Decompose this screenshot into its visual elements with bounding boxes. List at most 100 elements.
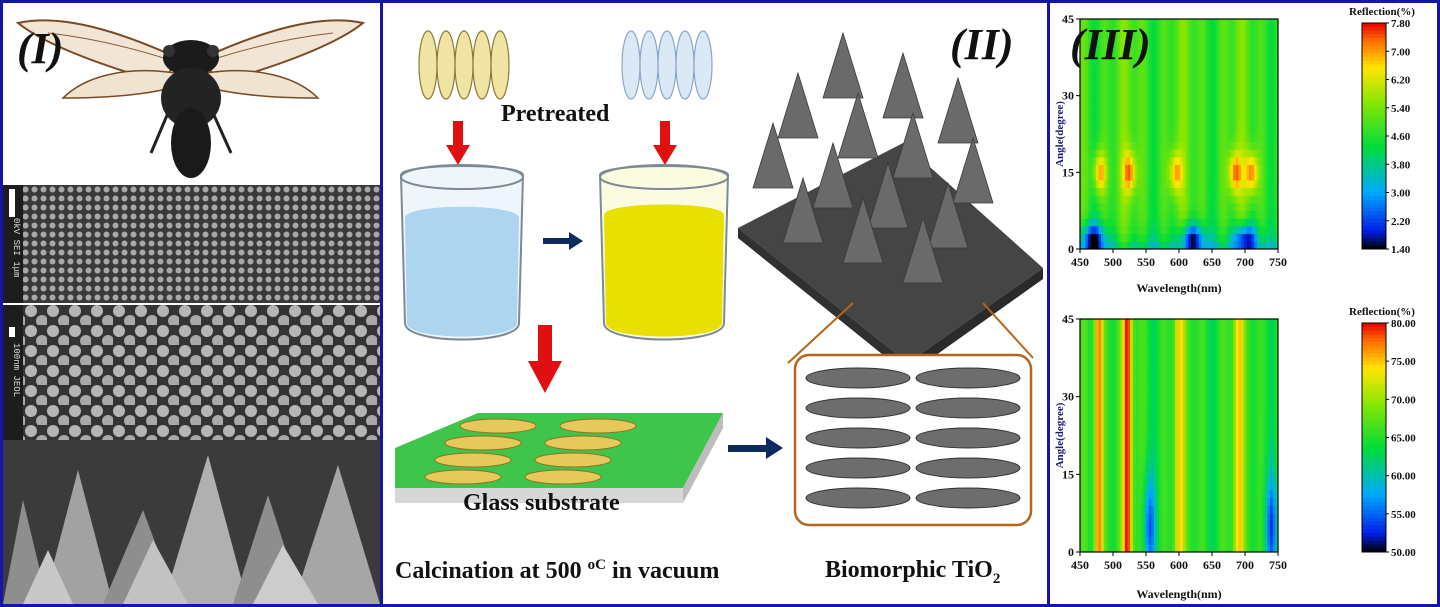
heatmap-cell	[1148, 19, 1152, 28]
heatmap-cell	[1222, 111, 1226, 120]
heatmap-cell	[1259, 528, 1263, 537]
heatmap-cell	[1267, 88, 1271, 97]
heatmap-cell	[1198, 536, 1202, 545]
heatmap-cell	[1116, 187, 1120, 196]
heatmap-cell	[1151, 195, 1155, 204]
heatmap-cell	[1241, 404, 1245, 413]
heatmap-cell	[1082, 319, 1086, 328]
heatmap-cell	[1151, 334, 1155, 343]
heatmap-cell	[1095, 180, 1099, 189]
heatmap-cell	[1159, 505, 1163, 514]
heatmap-cell	[1235, 350, 1239, 359]
heatmap-cell	[1135, 157, 1139, 166]
heatmap-cell	[1235, 513, 1239, 522]
heatmap-cell	[1164, 513, 1168, 522]
heatmap-cell	[1146, 88, 1150, 97]
heatmap-cell	[1219, 49, 1223, 58]
heatmap-cell	[1090, 528, 1094, 537]
heatmap-cell	[1198, 388, 1202, 398]
heatmap-cell	[1172, 65, 1176, 74]
heatmap-cell	[1159, 88, 1163, 97]
heatmap-cell	[1085, 342, 1089, 351]
heatmap-cell	[1103, 180, 1107, 189]
heatmap-cell	[1275, 388, 1279, 398]
heatmap-cell	[1219, 528, 1223, 537]
heatmap-cell	[1159, 134, 1163, 143]
heatmap-cell	[1264, 26, 1268, 35]
heatmap-cell	[1103, 443, 1107, 452]
heatmap-cell	[1140, 149, 1144, 158]
heatmap-cell	[1175, 49, 1179, 58]
heatmap-cell	[1217, 505, 1221, 514]
heatmap-cell	[1095, 118, 1099, 127]
heatmap-cell	[1248, 451, 1252, 460]
heatmap-cell	[1130, 427, 1134, 436]
colorbar-swatch	[1362, 399, 1386, 404]
heatmap-cell	[1153, 42, 1157, 51]
y-axis-label: Angle(degree)	[1054, 402, 1066, 468]
heatmap-cell	[1217, 157, 1221, 166]
heatmap-cell	[1080, 466, 1084, 475]
heatmap-cell	[1148, 111, 1152, 120]
heatmap-cell	[1116, 412, 1120, 421]
heatmap-cell	[1095, 195, 1099, 204]
heatmap-cell	[1217, 443, 1221, 452]
heatmap-cell	[1225, 72, 1229, 81]
heatmap-cell	[1248, 111, 1252, 120]
heatmap-cell	[1114, 149, 1118, 158]
heatmap-cell	[1140, 203, 1144, 212]
heatmap-cell	[1164, 65, 1168, 74]
heatmap-cell	[1153, 319, 1157, 328]
heatmap-cell	[1272, 536, 1276, 545]
heatmap-cell	[1109, 195, 1113, 204]
heatmap-cell	[1122, 443, 1126, 452]
heatmap-cell	[1185, 451, 1189, 460]
heatmap-cell	[1272, 443, 1276, 452]
heatmap-cell	[1085, 435, 1089, 444]
heatmap-cell	[1138, 65, 1142, 74]
heatmap-cell	[1214, 157, 1218, 166]
heatmap-cell	[1238, 111, 1242, 120]
heatmap-cell	[1177, 443, 1181, 452]
heatmap-cell	[1267, 520, 1271, 530]
heatmap-cell	[1122, 544, 1126, 553]
heatmap-cell	[1217, 210, 1221, 219]
heatmap-cell	[1124, 34, 1128, 43]
heatmap-cell	[1124, 42, 1128, 51]
heatmap-cell	[1175, 57, 1179, 66]
heatmap-cell	[1182, 412, 1186, 421]
heatmap-cell	[1164, 482, 1168, 491]
heatmap-cell	[1093, 195, 1097, 204]
heatmap-cell	[1248, 26, 1252, 35]
heatmap-cell	[1212, 34, 1216, 43]
heatmap-cell	[1085, 489, 1089, 499]
heatmap-cell	[1175, 118, 1179, 127]
heatmap-cell	[1169, 226, 1173, 235]
heatmap-cell	[1148, 65, 1152, 74]
heatmap-cell	[1138, 388, 1142, 398]
heatmap-cell	[1259, 466, 1263, 475]
heatmap-cell	[1230, 357, 1234, 366]
heatmap-cell	[1130, 157, 1134, 166]
heatmap-cell	[1251, 26, 1255, 35]
heatmap-cell	[1167, 365, 1171, 374]
heatmap-cell	[1085, 326, 1089, 335]
heatmap-cell	[1140, 412, 1144, 421]
heatmap-cell	[1188, 458, 1192, 467]
heatmap-cell	[1188, 466, 1192, 475]
heatmap-cell	[1198, 126, 1202, 135]
heatmap-cell	[1151, 489, 1155, 499]
heatmap-cell	[1264, 412, 1268, 421]
heatmap-cell	[1243, 404, 1247, 413]
heatmap-cell	[1227, 103, 1231, 112]
heatmap-cell	[1201, 233, 1205, 242]
heatmap-cell	[1116, 19, 1120, 28]
heatmap-cell	[1111, 419, 1115, 429]
heatmap-cell	[1177, 451, 1181, 460]
heatmap-cell	[1185, 474, 1189, 483]
heatmap-cell	[1167, 381, 1171, 390]
heatmap-cell	[1212, 203, 1216, 212]
heatmap-cell	[1259, 326, 1263, 335]
colorbar-swatch	[1362, 75, 1386, 80]
heatmap-cell	[1193, 218, 1197, 227]
